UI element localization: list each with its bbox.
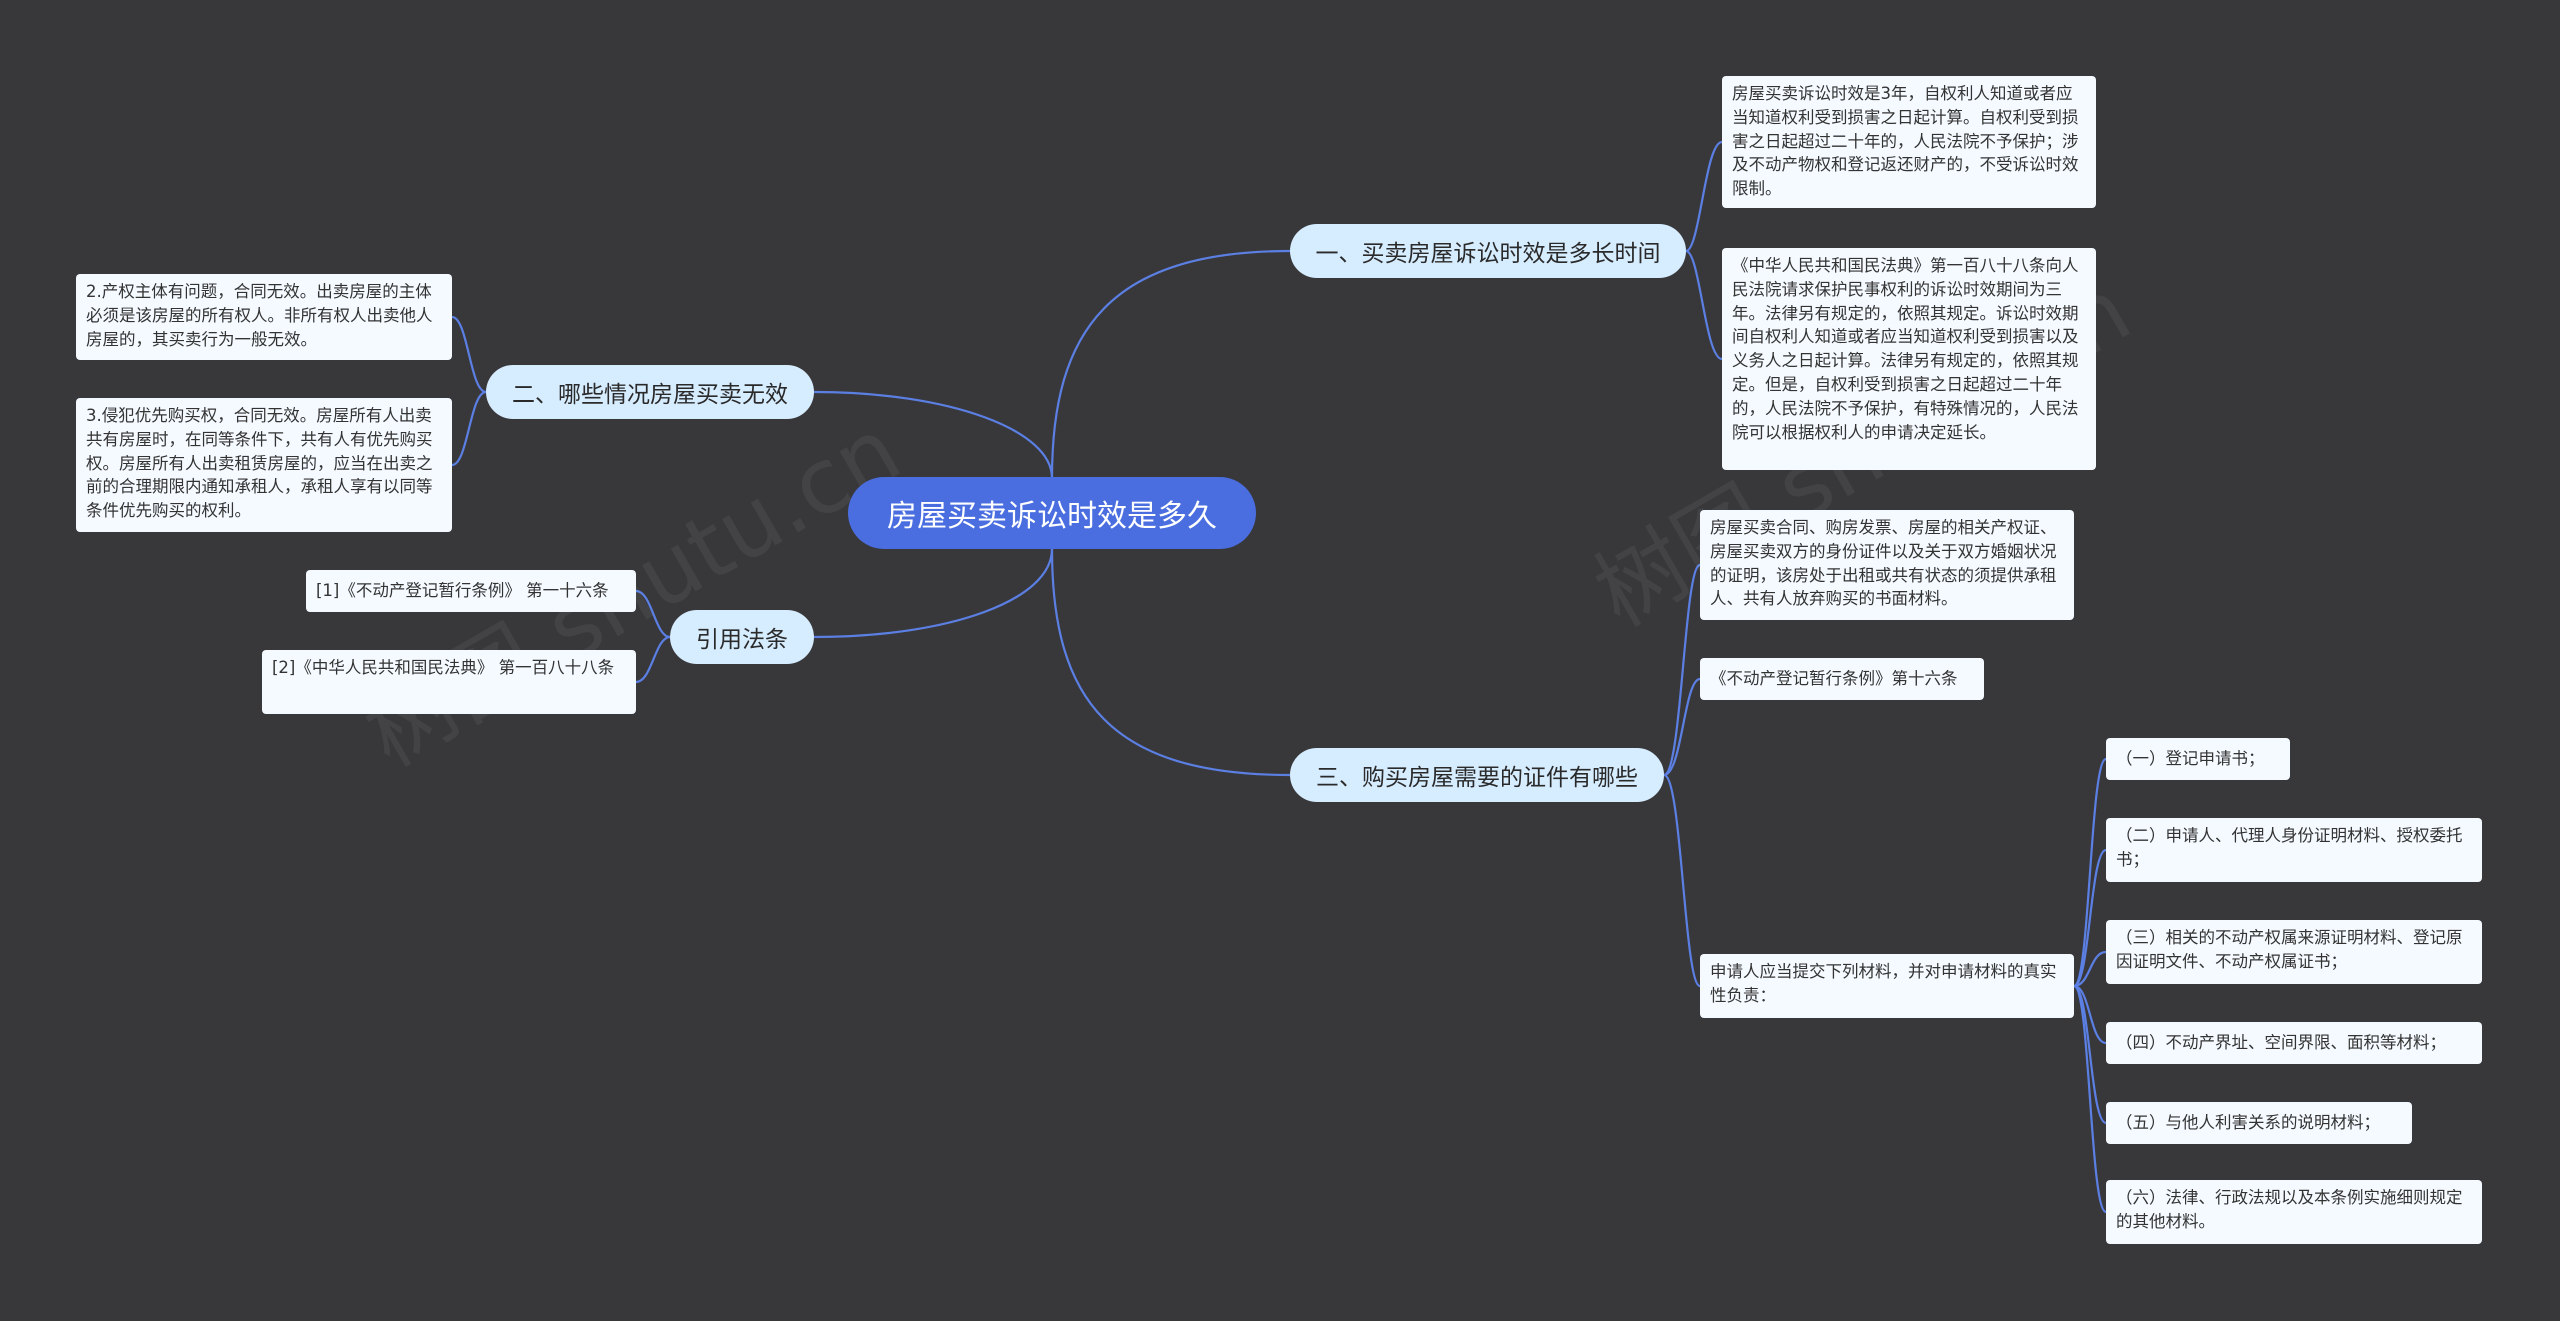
link-b1-leaf1 — [1685, 140, 1723, 253]
leaf-regulation-16[interactable]: 《不动产登记暂行条例》第十六条 — [1700, 658, 1984, 700]
leaf-ownership-issue[interactable]: 2.产权主体有问题，合同无效。出卖房屋的主体必须是该房屋的所有权人。非所有权人出… — [76, 274, 452, 360]
leaf-material-2[interactable]: （二）申请人、代理人身份证明材料、授权委托书； — [2106, 818, 2482, 882]
link-b3-leaf1 — [635, 589, 671, 639]
link-b4-leaf3 — [1663, 773, 1702, 988]
leaf-material-1[interactable]: （一）登记申请书； — [2106, 738, 2290, 780]
link-root-b4 — [1050, 548, 1291, 777]
branch-required-documents[interactable]: 三、购买房屋需要的证件有哪些 — [1290, 748, 1664, 802]
branch-litigation-period[interactable]: 一、买卖房屋诉讼时效是多长时间 — [1290, 224, 1686, 278]
leaf-material-4[interactable]: （四）不动产界址、空间界限、面积等材料； — [2106, 1022, 2482, 1064]
link-b4-leaf2 — [1663, 677, 1701, 777]
link-materials-4 — [2073, 984, 2107, 1045]
link-materials-2 — [2073, 848, 2107, 988]
link-b1-leaf2 — [1685, 249, 1723, 361]
branch-invalid-cases[interactable]: 二、哪些情况房屋买卖无效 — [486, 365, 814, 419]
link-b3-leaf2 — [635, 635, 671, 684]
leaf-cited-law-2[interactable]: [2]《中华人民共和国民法典》 第一百八十八条 — [262, 650, 636, 714]
leaf-civil-code-188[interactable]: 《中华人民共和国民法典》第一百八十八条向人民法院请求保护民事权利的诉讼时效期间为… — [1722, 248, 2096, 470]
leaf-cited-law-1[interactable]: [1]《不动产登记暂行条例》 第一十六条 — [306, 570, 636, 612]
link-b4-leaf1 — [1663, 563, 1702, 777]
leaf-material-5[interactable]: （五）与他人利害关系的说明材料； — [2106, 1102, 2412, 1144]
leaf-purchase-documents[interactable]: 房屋买卖合同、购房发票、房屋的相关产权证、房屋买卖双方的身份证件以及关于双方婚姻… — [1700, 510, 2074, 620]
link-materials-1 — [2072, 757, 2108, 988]
link-materials-3 — [2073, 950, 2107, 988]
branch-cited-laws[interactable]: 引用法条 — [670, 610, 814, 664]
leaf-material-3[interactable]: （三）相关的不动产权属来源证明材料、登记原因证明文件、不动产权属证书； — [2106, 920, 2482, 984]
link-b2-leaf2 — [451, 390, 487, 467]
leaf-preemptive-right[interactable]: 3.侵犯优先购买权，合同无效。房屋所有人出卖共有房屋时，在同等条件下，共有人有优… — [76, 398, 452, 532]
link-root-b3 — [813, 548, 1054, 639]
leaf-applicant-materials[interactable]: 申请人应当提交下列材料，并对申请材料的真实性负责： — [1700, 954, 2074, 1018]
link-root-b1 — [1050, 249, 1291, 479]
link-root-b2 — [813, 390, 1054, 479]
leaf-limitation-rule[interactable]: 房屋买卖诉讼时效是3年，自权利人知道或者应当知道权利受到损害之日起计算。自权利受… — [1722, 76, 2096, 208]
link-materials-6 — [2072, 984, 2108, 1214]
root-topic[interactable]: 房屋买卖诉讼时效是多久 — [848, 477, 1256, 549]
link-b2-leaf1 — [451, 315, 487, 394]
leaf-material-6[interactable]: （六）法律、行政法规以及本条例实施细则规定的其他材料。 — [2106, 1180, 2482, 1244]
